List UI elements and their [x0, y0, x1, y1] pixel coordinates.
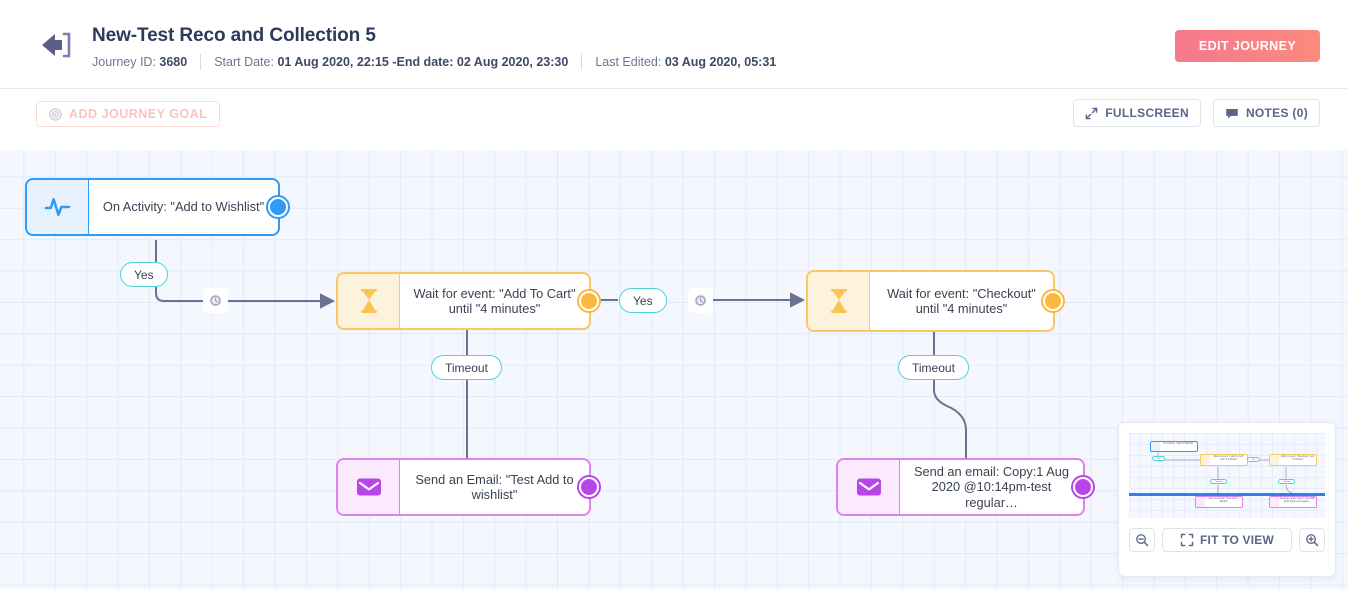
notes-button[interactable]: NOTES (0): [1212, 99, 1320, 127]
minimap-pill: Yes: [1152, 456, 1165, 461]
page-title: New-Test Reco and Collection 5: [92, 25, 376, 46]
connector-layer: [155, 240, 974, 475]
node-output-port[interactable]: [579, 477, 599, 497]
back-arrow-icon: [42, 32, 71, 58]
node-label: Send an email: Copy:1 Aug 2020 @10:14pm-…: [913, 463, 1070, 510]
edge-label-timeout-1: Timeout: [431, 355, 502, 380]
fit-to-view-button[interactable]: FIT TO VIEW: [1162, 528, 1292, 552]
edge-label-yes-2: Yes: [619, 288, 667, 313]
node-label: Wait for event: "Checkout" until "4 minu…: [887, 285, 1036, 317]
minimap-node: Wait for event: "Checkout" until "4 minu…: [1269, 454, 1317, 466]
minimap-node-label: Send an Email: "Test Add to wishlist": [1208, 497, 1239, 503]
node-output-port[interactable]: [579, 291, 599, 311]
node-wait-checkout[interactable]: Wait for event: "Checkout" until "4 minu…: [806, 270, 1063, 332]
clock-icon: [209, 294, 222, 307]
journey-id-label: Journey ID:: [92, 55, 160, 69]
envelope-icon: [356, 478, 381, 496]
minimap-node-label: On Activity: "Add to Wishlist": [1163, 442, 1194, 445]
node-send-email-wishlist[interactable]: Send an Email: "Test Add to wishlist": [336, 458, 599, 516]
fullscreen-button[interactable]: FULLSCREEN: [1073, 99, 1201, 127]
minimap-node-icon: [1201, 455, 1210, 465]
zoom-in-button[interactable]: [1299, 528, 1325, 552]
node-output-port[interactable]: [268, 197, 288, 217]
last-edited-label: Last Edited:: [595, 55, 665, 69]
activity-pulse-icon: [44, 198, 71, 216]
edge-label-timeout-2: Timeout: [898, 355, 969, 380]
meta-divider: [581, 54, 583, 70]
minimap-viewport-indicator[interactable]: [1129, 493, 1325, 496]
minimap-node: Wait for event: "Add To Cart" until "4 m…: [1200, 454, 1248, 466]
minimap-node: Send an email: Copy:1 Aug 2020 @10:14pm-…: [1269, 496, 1317, 508]
hourglass-icon: [360, 289, 377, 313]
minimap-pill: Timeout: [1278, 479, 1295, 484]
edge-badge-delay-2[interactable]: [688, 288, 713, 313]
target-icon: [49, 107, 62, 121]
minimap-node: Send an Email: "Test Add to wishlist": [1195, 496, 1243, 508]
node-label: Send an Email: "Test Add to wishlist": [415, 471, 574, 503]
node-icon-wrapper: [338, 460, 400, 514]
journey-dates-value: 01 Aug 2020, 22:15 -End date: 02 Aug 202…: [277, 55, 569, 69]
minimap-node-label: Send an email: Copy:1 Aug 2020 @10:14pm-…: [1280, 497, 1315, 503]
node-send-email-copy[interactable]: Send an email: Copy:1 Aug 2020 @10:14pm-…: [836, 458, 1093, 516]
fit-frame-icon: [1180, 533, 1194, 547]
envelope-icon: [856, 478, 881, 496]
minimap-panel: On Activity: "Add to Wishlist" Wait for …: [1118, 422, 1336, 577]
page-header: New-Test Reco and Collection 5 Journey I…: [0, 0, 1348, 89]
node-output-port[interactable]: [1073, 477, 1093, 497]
zoom-in-icon: [1306, 534, 1319, 547]
minimap-node-label: Wait for event: "Checkout" until "4 minu…: [1281, 455, 1314, 461]
journey-dates-label: Start Date:: [214, 55, 278, 69]
minimap-node-icon: [1196, 497, 1205, 507]
edge-label-yes-1: Yes: [120, 262, 168, 287]
last-edited-value: 03 Aug 2020, 05:31: [664, 55, 777, 69]
notes-label: NOTES (0): [1245, 106, 1308, 120]
toolbar-right-actions: FULLSCREEN NOTES (0): [1073, 99, 1320, 127]
comment-bubble-icon: [1226, 108, 1238, 118]
journey-meta: Journey ID: 3680 Start Date: 01 Aug 2020…: [92, 53, 776, 71]
minimap-thumbnail[interactable]: On Activity: "Add to Wishlist" Wait for …: [1129, 433, 1325, 518]
minimap-controls: FIT TO VIEW: [1129, 528, 1325, 552]
minimap-pill: Yes: [1247, 457, 1260, 462]
back-button[interactable]: [32, 21, 80, 69]
journey-dates: Start Date: 01 Aug 2020, 22:15 -End date…: [214, 53, 568, 71]
zoom-out-button[interactable]: [1129, 528, 1155, 552]
journey-id-value: 3680: [159, 55, 188, 69]
fullscreen-label: FULLSCREEN: [1105, 106, 1189, 120]
zoom-out-icon: [1136, 534, 1149, 547]
node-icon-wrapper: [27, 180, 89, 234]
node-label: On Activity: "Add to Wishlist": [102, 199, 265, 215]
minimap-node-icon: [1151, 442, 1160, 451]
node-icon-wrapper: [808, 272, 870, 330]
minimap-pill: Timeout: [1210, 479, 1227, 484]
node-trigger[interactable]: On Activity: "Add to Wishlist": [25, 178, 288, 236]
canvas-toolbar: ADD JOURNEY GOAL FULLSCREEN NOTES (0): [0, 89, 1348, 149]
meta-divider: [200, 54, 202, 70]
expand-arrows-icon: [1085, 107, 1098, 119]
minimap-node-label: Wait for event: "Add To Cart" until "4 m…: [1213, 455, 1244, 461]
fit-to-view-label: FIT TO VIEW: [1200, 533, 1274, 547]
node-label: Wait for event: "Add To Cart" until "4 m…: [413, 285, 576, 317]
node-output-port[interactable]: [1043, 291, 1063, 311]
node-wait-add-to-cart[interactable]: Wait for event: "Add To Cart" until "4 m…: [336, 272, 599, 330]
minimap-node-icon: [1270, 497, 1279, 507]
journey-last-edited: Last Edited: 03 Aug 2020, 05:31: [595, 53, 776, 71]
hourglass-icon: [830, 289, 847, 313]
title-block: New-Test Reco and Collection 5 Journey I…: [92, 23, 776, 71]
node-icon-wrapper: [338, 274, 400, 328]
node-icon-wrapper: [838, 460, 900, 514]
add-journey-goal-label: ADD JOURNEY GOAL: [69, 107, 208, 121]
minimap-node: On Activity: "Add to Wishlist": [1150, 441, 1198, 452]
edge-badge-delay-1[interactable]: [203, 288, 228, 313]
clock-icon: [694, 294, 707, 307]
edit-journey-button[interactable]: EDIT JOURNEY: [1175, 30, 1320, 62]
minimap-node-icon: [1270, 455, 1279, 465]
journey-id: Journey ID: 3680: [92, 53, 187, 71]
add-journey-goal-button[interactable]: ADD JOURNEY GOAL: [36, 101, 221, 127]
